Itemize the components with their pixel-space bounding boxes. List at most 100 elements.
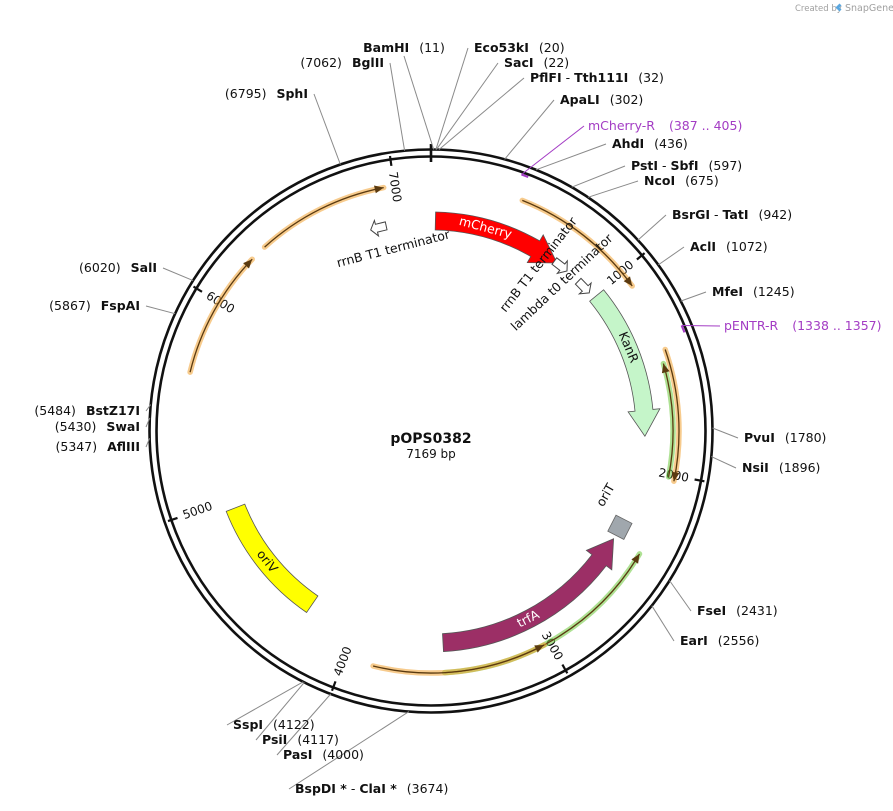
site-label: EarI (2556)	[680, 633, 759, 648]
site-leader-line	[226, 681, 304, 726]
site-label: Eco53kI(20)	[474, 40, 565, 55]
site-name: FspAI	[101, 298, 140, 313]
site-leader-line	[145, 438, 151, 448]
site-position: (1896)	[779, 460, 821, 475]
site-fsei[interactable]: FseI (2431)	[669, 580, 778, 619]
site-bglii[interactable]: (7062)BglII	[300, 55, 406, 151]
site-name: TatI	[723, 207, 749, 222]
site-label: (5347)AflIII	[56, 439, 140, 454]
primers: mCherry-R(387 .. 405) pENTR-R (1338 .. 135…	[521, 118, 882, 333]
orf-3-arc	[660, 360, 676, 480]
site-name: PasI	[283, 747, 312, 762]
site-leader-line	[637, 214, 667, 241]
site-name: AclI	[690, 239, 716, 254]
site-position: (5430)	[55, 419, 97, 434]
site-label: PstI - SbfI(597)	[631, 158, 742, 173]
site-position: (2431)	[736, 603, 778, 618]
site-name: EarI	[680, 633, 708, 648]
site-bspdi[interactable]: BspDI * - ClaI *(3674)	[288, 711, 448, 796]
rrnb-t1-terminator-b-label: rrnB T1 terminator	[335, 226, 452, 270]
site-label: NsiI(1896)	[742, 460, 820, 475]
site-label: NcoI(675)	[644, 173, 719, 188]
site-label: BspDI * - ClaI *(3674)	[295, 781, 448, 796]
credit-prefix: Created by	[795, 4, 842, 14]
site-name: BspDI *	[295, 781, 347, 796]
primer-leader-line	[521, 125, 585, 175]
site-bamhi[interactable]: BamHI(11)	[363, 40, 445, 150]
primer-name: pENTR-R	[724, 318, 779, 333]
site-position: (597)	[709, 158, 743, 173]
site-leader-line	[145, 404, 152, 412]
site-ahdi[interactable]: AhdI(436)	[535, 136, 688, 171]
site-label: PasI(4000)	[283, 747, 364, 762]
site-position: (5867)	[49, 298, 91, 313]
site-saci[interactable]: SacI(22)	[435, 55, 569, 150]
plasmid-backbone	[148, 144, 714, 714]
site-leader-line	[438, 77, 525, 150]
site-position: (2556)	[718, 633, 760, 648]
site-name: PvuI	[744, 430, 775, 445]
tick-mark	[694, 478, 705, 483]
site-name: AhdI	[612, 136, 644, 151]
primer-range: (1338 .. 1357)	[792, 318, 881, 333]
site-ncoi[interactable]: NcoI(675)	[587, 173, 719, 198]
tick-mark	[330, 681, 337, 692]
orit-feature: oriT	[593, 480, 633, 540]
site-position: (7062)	[300, 55, 342, 70]
site-position: (675)	[685, 173, 719, 188]
site-separator: -	[562, 70, 574, 85]
primer-mcherry-r[interactable]: mCherry-R(387 .. 405)	[521, 118, 743, 179]
site-pflfi[interactable]: PflFI - Tth111I(32)	[438, 70, 664, 150]
site-mfei[interactable]: MfeI(1245)	[680, 284, 795, 302]
site-name: Tth111I	[574, 70, 628, 85]
site-fspai[interactable]: (5867) FspAI	[49, 298, 176, 315]
site-bsrgi[interactable]: BsrGI - TatI(942)	[637, 207, 792, 241]
site-pvui[interactable]: PvuI(1780)	[712, 427, 827, 445]
tick-label: 7000	[386, 171, 404, 203]
site-position: (5484)	[34, 403, 76, 418]
site-acli[interactable]: AclI (1072)	[658, 239, 768, 266]
site-label: (5430)SwaI	[55, 419, 140, 434]
plasmid-size: 7169 bp	[406, 447, 456, 461]
rrnb-t1-terminator-b-feature: rrnB T1 terminator	[335, 218, 452, 270]
site-name: MfeI	[712, 284, 743, 299]
terminator-arrow-icon	[370, 218, 388, 238]
site-position: (1072)	[726, 239, 768, 254]
tick-mark	[388, 155, 393, 167]
site-psii[interactable]: PsiI(4117)	[255, 682, 339, 747]
terminator-arrow-icon	[551, 257, 568, 275]
tick-label: 4000	[331, 645, 355, 679]
site-label: (6795)SphI	[225, 86, 308, 101]
site-name: BsrGI	[672, 207, 710, 222]
site-position: (3674)	[407, 781, 449, 796]
site-leader-line	[651, 605, 675, 642]
site-sali[interactable]: (6020)SalI	[79, 260, 194, 282]
site-label: BamHI(11)	[363, 40, 445, 55]
site-aflIII[interactable]: (5347)AflIII	[56, 438, 151, 454]
site-label: PflFI - Tth111I(32)	[530, 70, 664, 85]
tick-mark	[561, 664, 569, 674]
site-eari[interactable]: EarI (2556)	[651, 605, 760, 648]
site-position: (302)	[610, 92, 644, 107]
site-label: ApaLI(302)	[560, 92, 643, 107]
site-sphi[interactable]: (6795)SphI	[225, 86, 341, 165]
site-swai[interactable]: (5430)SwaI	[55, 417, 151, 434]
site-bstz17i[interactable]: (5484)BstZ17I	[34, 403, 152, 418]
site-leader-line	[162, 267, 194, 282]
site-position: (5347)	[56, 439, 98, 454]
primer-pentr-r[interactable]: pENTR-R (1338 .. 1357)	[680, 318, 882, 333]
site-name: FseI	[697, 603, 726, 618]
site-apali[interactable]: ApaLI(302)	[504, 92, 644, 160]
site-label: FseI (2431)	[697, 603, 778, 618]
orf-5-arc	[370, 642, 547, 676]
site-label: MfeI(1245)	[712, 284, 795, 299]
site-label: PsiI(4117)	[262, 732, 339, 747]
site-label: (5867) FspAI	[49, 298, 140, 313]
site-position: (11)	[419, 40, 445, 55]
site-sspi[interactable]: SspI(4122)	[226, 681, 315, 732]
site-psti[interactable]: PstI - SbfI(597)	[571, 158, 742, 188]
site-nsii[interactable]: NsiI(1896)	[711, 456, 820, 475]
site-eco53ki[interactable]: Eco53kI(20)	[435, 40, 565, 150]
orf-7-arc	[261, 184, 387, 250]
site-pasi[interactable]: PasI(4000)	[276, 693, 364, 762]
